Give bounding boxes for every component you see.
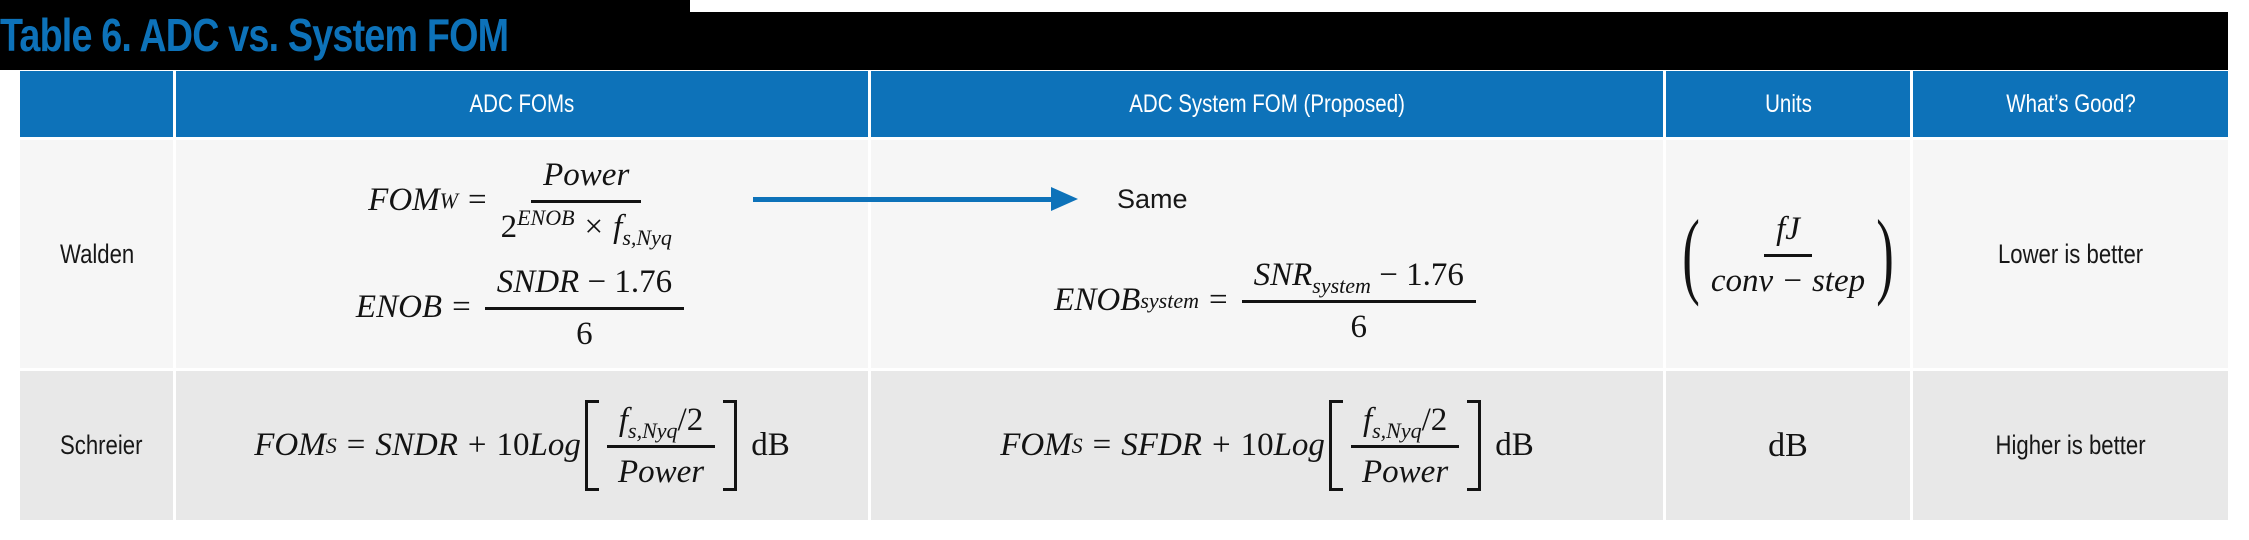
header-cell-whats-good: What’s Good? — [1913, 71, 2228, 137]
math-unit: dB — [751, 427, 790, 463]
open-bracket — [1328, 400, 1343, 491]
math-var: f — [613, 209, 623, 246]
schreier-units-cell: dB — [1666, 371, 1910, 520]
fraction: fs,Nyq/2 Power — [606, 400, 716, 491]
header-cell-adc-foms: ADC FOMs — [176, 71, 868, 137]
walden-system-fom-cell: Same ENOB system = SNRsystem − 1.76 6 — [871, 140, 1663, 368]
header-cell-system-fom: ADC System FOM (Proposed) — [871, 71, 1663, 137]
math-var: FOM — [254, 427, 326, 463]
units-db: dB — [1768, 426, 1808, 464]
row-label-text: Walden — [60, 238, 135, 269]
math-num: fJ — [1764, 209, 1812, 257]
math-var: SNDR — [375, 427, 458, 463]
math-op: = — [1209, 282, 1228, 318]
good-text: Lower is better — [1997, 238, 2144, 269]
same-label: Same — [1117, 184, 1188, 214]
math-var: FOM — [368, 182, 440, 219]
math-den: Power — [1362, 454, 1449, 490]
math-op: = — [1092, 427, 1112, 463]
math-op: = — [346, 427, 366, 463]
same-arrow-head-icon — [1051, 187, 1078, 211]
fraction: fs,Nyq/2 Power — [1350, 400, 1460, 491]
schreier-whats-good-cell: Higher is better — [1913, 371, 2228, 520]
header-cell-units: Units — [1666, 71, 1910, 137]
math-const: /2 — [1421, 402, 1448, 438]
header-cell-empty — [20, 71, 173, 137]
fraction: fJ conv − step — [1711, 209, 1865, 300]
math-var: SFDR — [1121, 427, 1202, 463]
open-paren: ( — [1682, 199, 1700, 307]
math-unit: dB — [1495, 427, 1534, 463]
math-op: + — [467, 427, 487, 463]
math-num: Power — [531, 155, 642, 204]
header-label: Units — [1764, 89, 1812, 118]
math-var: SNDR — [496, 263, 580, 300]
good-text: Higher is better — [1995, 430, 2146, 460]
math-var: ENOB — [1054, 282, 1141, 318]
math-func: Log — [1273, 427, 1325, 463]
close-bracket — [1467, 400, 1482, 491]
math-times: × — [584, 209, 604, 246]
math-exp: ENOB — [517, 205, 575, 231]
fraction: SNRsystem − 1.76 6 — [1241, 255, 1476, 346]
header-label: ADC FOMs — [469, 89, 575, 118]
walden-whats-good-cell: Lower is better — [1913, 140, 2228, 368]
header-label: ADC System FOM (Proposed) — [1129, 89, 1405, 118]
math-var: f — [618, 402, 629, 438]
math-const: 10 — [1240, 427, 1274, 463]
math-op: = — [467, 182, 487, 219]
enob-system-formula: ENOB system = SNRsystem − 1.76 6 — [1054, 255, 1480, 346]
close-bracket — [723, 400, 738, 491]
math-sub: s,Nyq — [628, 418, 678, 443]
math-sub: s,Nyq — [1372, 418, 1422, 443]
same-arrow-line — [753, 197, 1053, 202]
math-const: − 1.76 — [579, 263, 673, 300]
math-den: 6 — [1350, 309, 1367, 345]
header-label: What’s Good? — [2005, 89, 2136, 118]
math-sub: system — [1312, 273, 1371, 298]
math-base: 2 — [500, 209, 518, 246]
row-label-walden: Walden — [20, 140, 173, 368]
math-den: conv − step — [1710, 262, 1866, 299]
close-paren: ) — [1876, 199, 1894, 307]
math-var: ENOB — [355, 288, 443, 325]
math-sub: s,Nyq — [622, 225, 672, 251]
math-const: 10 — [496, 427, 530, 463]
math-var: FOM — [1000, 427, 1072, 463]
fraction: SNDR − 1.76 6 — [484, 262, 685, 353]
walden-units-cell: ( fJ conv − step ) — [1666, 140, 1910, 368]
walden-units-formula: ( fJ conv − step ) — [1675, 199, 1901, 307]
math-op: + — [1211, 427, 1231, 463]
row-label-text: Schreier — [60, 430, 143, 460]
math-den: Power — [617, 454, 705, 490]
math-func: Log — [529, 427, 581, 463]
math-var: SNR — [1253, 257, 1313, 293]
row-label-schreier: Schreier — [20, 371, 173, 520]
open-bracket — [584, 400, 599, 491]
page-title: Table 6. ADC vs. System FOM — [0, 9, 509, 61]
math-var: f — [1362, 402, 1373, 438]
math-const: − 1.76 — [1370, 257, 1464, 293]
enob-formula: ENOB = SNDR − 1.76 6 — [356, 262, 688, 353]
fraction: Power 2ENOB ×fs,Nyq — [500, 155, 672, 249]
math-den: 6 — [576, 315, 593, 352]
math-const: /2 — [677, 402, 704, 438]
title-block: Table 6. ADC vs. System FOM — [0, 0, 690, 70]
math-op: = — [452, 288, 471, 325]
